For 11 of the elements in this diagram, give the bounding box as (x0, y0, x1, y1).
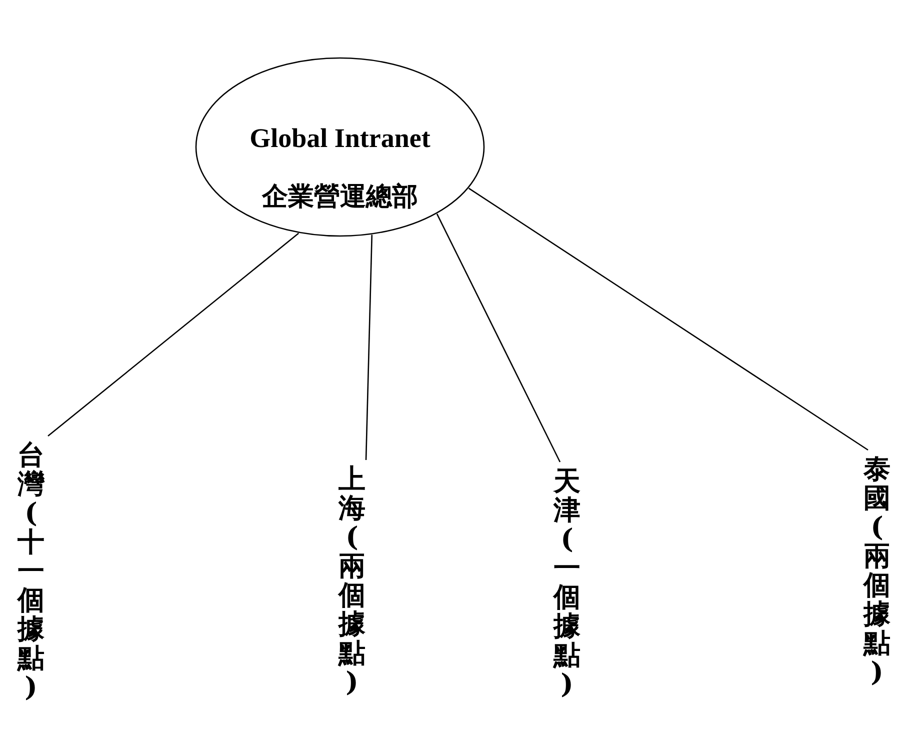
site-label: 台灣(十一個據點) (14, 436, 48, 734)
site-label: 上海(兩個據點) (335, 460, 369, 730)
ellipse-node (195, 57, 485, 237)
connector-line (365, 234, 373, 460)
connector-line (48, 232, 299, 436)
headquarters-label: 企業營運總部 (260, 181, 419, 214)
network-title: Global Intranet (248, 123, 432, 154)
site-label: 天津(一個據點) (550, 462, 584, 730)
connector-line (468, 188, 868, 451)
connector-line (436, 214, 561, 462)
site-label: 泰國(兩個據點) (860, 450, 894, 725)
